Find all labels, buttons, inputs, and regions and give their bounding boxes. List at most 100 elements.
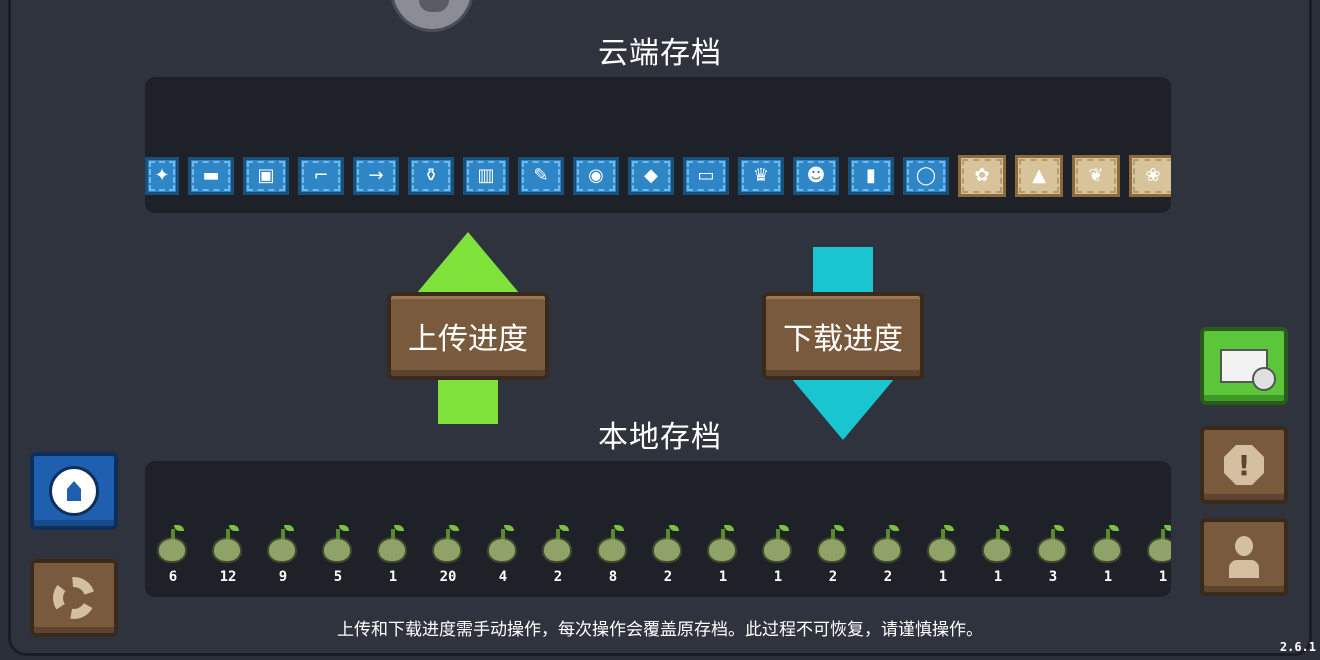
cloud-item-card: ▣ (243, 157, 289, 195)
upload-progress-button[interactable]: 上传进度 (387, 292, 549, 380)
seed-count: 20 (439, 569, 457, 585)
seed-item: 5 (322, 525, 354, 585)
seed-icon (597, 525, 627, 563)
item-icon: ✎ (533, 165, 549, 186)
chillyroom-logo-icon (49, 466, 99, 516)
item-icon: ▮ (866, 165, 876, 186)
seed-item: 1 (707, 525, 739, 585)
item-icon: ◯ (915, 165, 937, 186)
seed-icon (1037, 525, 1067, 563)
seed-icon (377, 525, 407, 563)
seed-item: 1 (762, 525, 794, 585)
seed-item: 2 (652, 525, 684, 585)
seed-count: 12 (219, 569, 237, 585)
seed-item: 1 (982, 525, 1014, 585)
cloud-item-card: ▬ (188, 157, 234, 195)
cloud-item-card: ✿ (958, 155, 1006, 197)
seed-count: 2 (828, 569, 838, 585)
cloud-item-card: ⚱ (408, 157, 454, 195)
seed-count: 5 (333, 569, 343, 585)
seed-count: 4 (498, 569, 508, 585)
seed-count: 1 (1158, 569, 1168, 585)
seed-icon (762, 525, 792, 563)
seed-count: 1 (388, 569, 398, 585)
seed-icon (487, 525, 517, 563)
seed-count: 1 (993, 569, 1003, 585)
settings-button[interactable] (30, 559, 118, 637)
version-label: 2.6.1 (1279, 640, 1316, 654)
seed-count: 1 (773, 569, 783, 585)
cloud-item-card: ◉ (573, 157, 619, 195)
seed-item: 3 (1037, 525, 1069, 585)
upload-arrow-stem (438, 378, 498, 424)
item-icon: ✦ (154, 165, 170, 186)
seed-count: 3 (1048, 569, 1058, 585)
seed-item: 1 (377, 525, 409, 585)
item-icon: ▲ (1032, 165, 1046, 186)
seed-count: 2 (883, 569, 893, 585)
seed-count: 1 (938, 569, 948, 585)
seed-count: 1 (1103, 569, 1113, 585)
gear-icon (53, 577, 95, 619)
seed-item: 1 (1147, 525, 1171, 585)
seed-icon (432, 525, 462, 563)
download-arrow-stem (813, 247, 873, 295)
seed-item: 2 (817, 525, 849, 585)
cloud-item-card: ▥ (463, 157, 509, 195)
item-icon: → (368, 165, 384, 186)
seed-item: 20 (432, 525, 464, 585)
download-progress-button[interactable]: 下载进度 (762, 292, 924, 380)
cloud-item-row: ✦ ▬▣ ⌐ → ⚱ ▥ ✎ ◉◆ ▭ ♛ ☻ ▮ ◯ ✿ ▲ ❦ ❀ (145, 155, 1171, 197)
seed-count: 2 (663, 569, 673, 585)
item-icon: ♛ (752, 165, 770, 186)
seed-count: 8 (608, 569, 618, 585)
local-save-title: 本地存档 (598, 420, 722, 455)
cloud-save-panel: ✦ ▬▣ ⌐ → ⚱ ▥ ✎ ◉◆ ▭ ♛ ☻ ▮ ◯ ✿ ▲ ❦ ❀ (145, 77, 1171, 213)
cloud-item-card: ♛ (738, 157, 784, 195)
seed-item: 6 (157, 525, 189, 585)
item-icon: ▥ (477, 165, 495, 186)
mail-settings-button[interactable] (1200, 327, 1288, 405)
account-button[interactable] (1200, 518, 1288, 596)
cloud-item-card: ❀ (1129, 155, 1171, 197)
seed-icon (322, 525, 352, 563)
cloud-item-card: → (353, 157, 399, 195)
seed-icon (927, 525, 957, 563)
seed-item: 2 (872, 525, 904, 585)
cloud-item-card: ⌐ (298, 157, 344, 195)
cloud-item-card: ▮ (848, 157, 894, 195)
seed-icon (707, 525, 737, 563)
seed-icon (1147, 525, 1171, 563)
seed-count: 2 (553, 569, 563, 585)
item-icon: ❦ (1088, 165, 1104, 186)
item-icon: ⌐ (313, 165, 329, 186)
cloud-item-card: ▲ (1015, 155, 1063, 197)
seed-item: 1 (927, 525, 959, 585)
seed-item: 9 (267, 525, 299, 585)
seed-item: 2 (542, 525, 574, 585)
cloud-item-card: ❦ (1072, 155, 1120, 197)
mail-gear-icon (1220, 349, 1276, 391)
cloud-item-card: ◆ (628, 157, 674, 195)
seed-count: 6 (168, 569, 178, 585)
alert-button[interactable]: ! (1200, 426, 1288, 504)
seed-icon (872, 525, 902, 563)
item-icon: ▭ (697, 165, 715, 186)
seed-icon (267, 525, 297, 563)
seed-icon (652, 525, 682, 563)
cloud-item-card: ✎ (518, 157, 564, 195)
cloud-item-card: ☻ (793, 157, 839, 195)
cloud-save-title: 云端存档 (598, 36, 722, 71)
cloud-item-card: ▭ (683, 157, 729, 195)
seed-icon (542, 525, 572, 563)
seed-item: 4 (487, 525, 519, 585)
item-icon: ⚱ (423, 165, 439, 186)
seed-item: 1 (1092, 525, 1124, 585)
exclamation-icon: ! (1224, 445, 1264, 485)
seed-count: 1 (718, 569, 728, 585)
chillyroom-logo-button[interactable] (30, 452, 118, 530)
warning-notice: 上传和下载进度需手动操作，每次操作会覆盖原存档。此过程不可恢复，请谨慎操作。 (337, 620, 983, 640)
seed-icon (982, 525, 1012, 563)
